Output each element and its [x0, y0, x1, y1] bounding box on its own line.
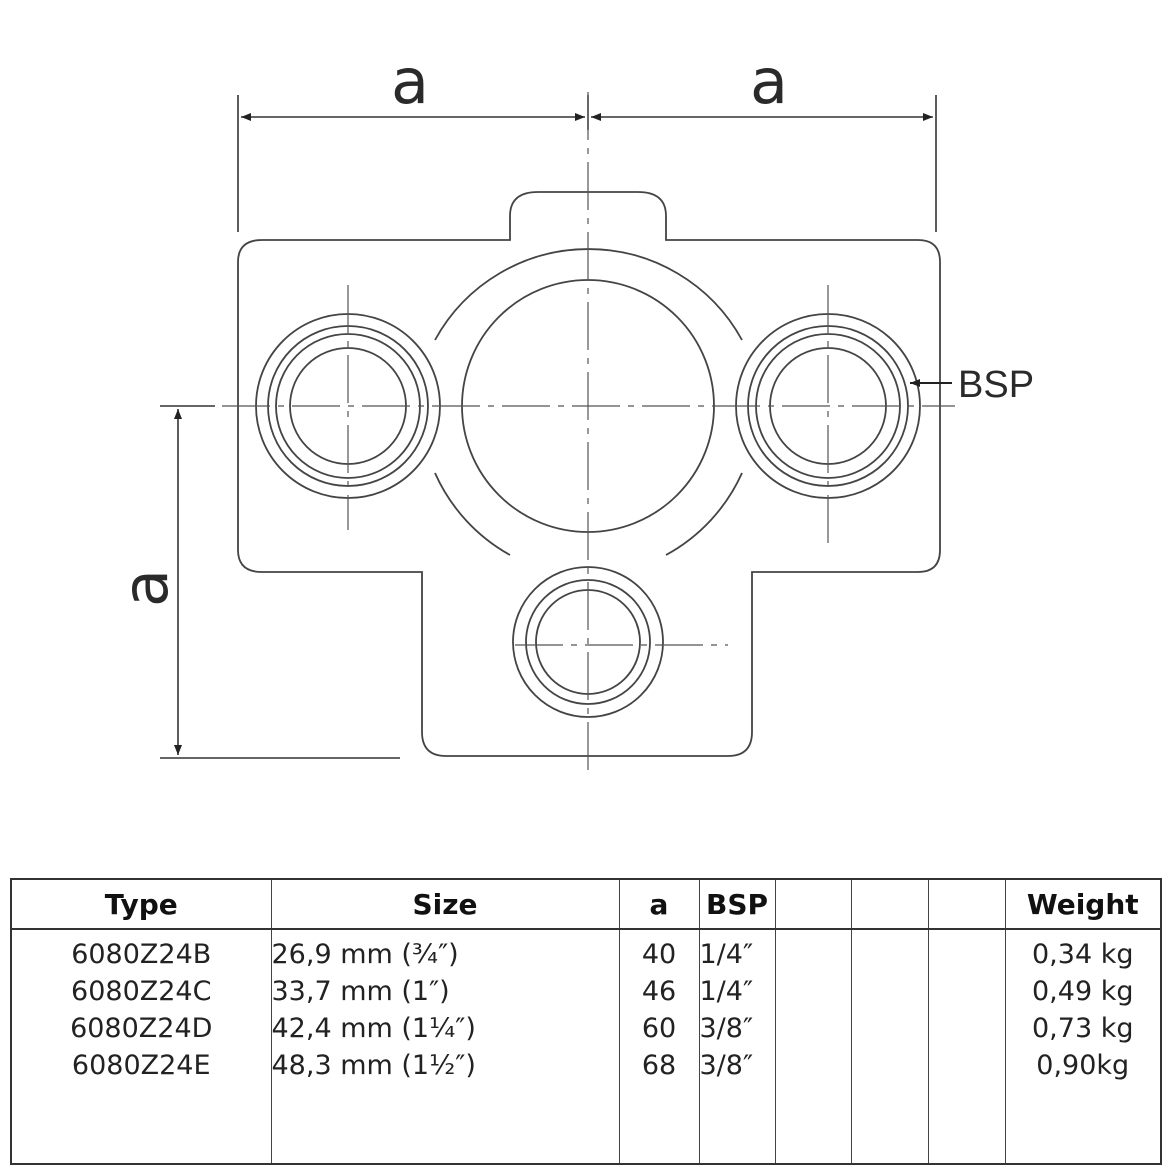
cell-bsp: 1/4″ [699, 976, 754, 1007]
center-lines [222, 92, 955, 770]
cell-bsp: 3/8″ [699, 1050, 754, 1081]
header-a: a [618, 878, 700, 930]
cell-size: 42,4 mm (1¼″) [271, 1013, 476, 1044]
cell-a: 46 [641, 976, 677, 1007]
header-blank-1 [774, 878, 852, 930]
cell-weight: 0,34 kg [1032, 939, 1134, 970]
cell-a: 40 [641, 939, 677, 970]
bsp-callout-label: BSP [958, 364, 1034, 406]
fitting-outline [237, 191, 941, 757]
header-type: Type [10, 878, 272, 930]
fitting-body [237, 191, 941, 757]
cell-size: 26,9 mm (¾″) [271, 939, 459, 970]
cell-size: 48,3 mm (1½″) [271, 1050, 476, 1081]
cell-type: 6080Z24C [71, 976, 212, 1007]
technical-drawing: a a a BSP [109, 45, 1034, 770]
column-a: 40 46 60 68 [618, 929, 700, 1164]
column-blank-3 [927, 929, 1006, 1164]
cell-type: 6080Z24B [71, 939, 212, 970]
bottom-boss-outer [512, 566, 664, 718]
cell-a: 60 [641, 1013, 677, 1044]
header-bsp: BSP [698, 878, 776, 930]
cell-bsp: 3/8″ [699, 1013, 754, 1044]
cell-type: 6080Z24D [70, 1013, 213, 1044]
column-weight: 0,34 kg 0,49 kg 0,73 kg 0,90kg [1004, 929, 1162, 1164]
cell-weight: 0,73 kg [1032, 1013, 1134, 1044]
column-blank-1 [774, 929, 852, 1164]
dimension-lines [160, 95, 937, 759]
table-body: 6080Z24B 6080Z24C 6080Z24D 6080Z24E 26,9… [10, 929, 1162, 1164]
specification-table: Type Size a BSP Weight 6080Z24B 6080Z24C… [10, 878, 1162, 1165]
header-weight: Weight [1004, 878, 1162, 930]
cell-type: 6080Z24E [71, 1050, 211, 1081]
cell-weight: 0,49 kg [1032, 976, 1134, 1007]
header-blank-3 [927, 878, 1006, 930]
table-header-row: Type Size a BSP Weight [10, 878, 1162, 930]
dimension-label-left: a [109, 569, 182, 607]
header-blank-2 [850, 878, 929, 930]
dimension-label-top-left: a [391, 45, 429, 118]
cell-bsp: 1/4″ [699, 939, 754, 970]
dimension-label-top-right: a [750, 45, 788, 118]
header-size: Size [270, 878, 620, 930]
column-size: 26,9 mm (¾″) 33,7 mm (1″) 42,4 mm (1¼″) … [270, 929, 620, 1164]
cell-a: 68 [641, 1050, 677, 1081]
column-bsp: 1/4″ 1/4″ 3/8″ 3/8″ [698, 929, 776, 1164]
bottom-ring [525, 579, 651, 705]
cell-weight: 0,90kg [1036, 1050, 1130, 1081]
column-blank-2 [850, 929, 929, 1164]
column-type: 6080Z24B 6080Z24C 6080Z24D 6080Z24E [10, 929, 272, 1164]
cell-size: 33,7 mm (1″) [271, 976, 450, 1007]
